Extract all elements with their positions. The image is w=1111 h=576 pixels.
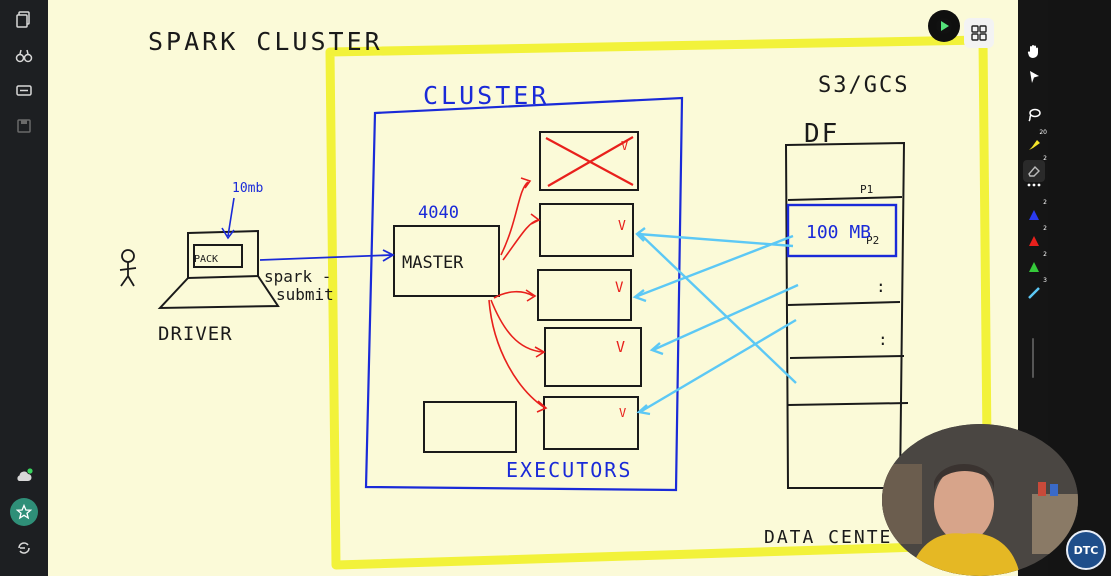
- pen-green-tool[interactable]: 2: [1023, 251, 1047, 278]
- lasso-tool[interactable]: [1023, 104, 1045, 126]
- hand-icon: [1027, 45, 1038, 58]
- pen-green-icon: [1029, 262, 1039, 272]
- webcam-overlay: [882, 424, 1078, 576]
- executor-box-failed: [539, 131, 639, 191]
- cloud-sync-icon[interactable]: [12, 464, 36, 488]
- lasso-icon: [1028, 108, 1041, 122]
- check-mark: V: [615, 280, 624, 296]
- check-mark: V: [618, 219, 626, 234]
- executor-box: [544, 327, 642, 387]
- highlighter-tool[interactable]: 20: [1023, 129, 1047, 156]
- pointer-tool[interactable]: [1023, 66, 1045, 88]
- idle-box: [423, 401, 517, 453]
- data-center-label: DATA CENTE: [764, 527, 892, 548]
- highlighter-yellow-icon: [1029, 140, 1040, 150]
- pen-cyan-icon: [1028, 287, 1040, 299]
- pages-icon[interactable]: [12, 8, 36, 32]
- size-label: 10mb: [232, 181, 263, 196]
- driver-figure: [119, 249, 137, 287]
- pointer-icon: [1030, 71, 1039, 83]
- ellipsis-dots: :: [876, 277, 886, 296]
- left-rail: [0, 0, 48, 576]
- driver-label: DRIVER: [158, 323, 233, 345]
- executors-label: EXECUTORS: [506, 458, 632, 482]
- failed-cross: [545, 136, 634, 187]
- storage-label: S3/GCS: [818, 73, 909, 98]
- binoculars-icon[interactable]: [12, 44, 36, 68]
- presenter-video: [882, 424, 1078, 576]
- pen-blue-icon: [1029, 210, 1039, 220]
- master-label: MASTER: [402, 253, 464, 273]
- cluster-label: CLUSTER: [423, 81, 549, 110]
- check-mark: V: [621, 139, 628, 153]
- logo-icon[interactable]: [12, 536, 36, 560]
- submit-arrow: [259, 254, 393, 261]
- grid-view-button[interactable]: [964, 18, 994, 48]
- p1-label: P1: [860, 183, 873, 196]
- eraser-icon: [1028, 165, 1040, 177]
- keyboard-icon[interactable]: [12, 78, 36, 102]
- record-button[interactable]: [928, 10, 960, 42]
- spark-submit-label-2: submit: [276, 285, 334, 304]
- size-100-label: 100 MB: [806, 222, 871, 243]
- master-to-executor-arrows: [488, 177, 548, 413]
- partition-to-executor-arrows: [632, 227, 799, 416]
- spark-submit-label: spark -: [264, 267, 331, 286]
- pen-red-tool[interactable]: 2: [1023, 225, 1047, 252]
- pen-red-icon: [1029, 236, 1039, 246]
- master-box: [393, 225, 500, 297]
- partition-highlight: [786, 203, 898, 258]
- whiteboard-canvas[interactable]: SPARK CLUSTER CLUSTER 4040 MASTER V V V …: [48, 0, 1018, 576]
- executor-box: [543, 396, 639, 450]
- pen-blue-tool[interactable]: 2: [1023, 199, 1047, 226]
- check-mark: V: [616, 338, 625, 356]
- save-icon[interactable]: [12, 114, 36, 138]
- star-icon[interactable]: [10, 498, 38, 526]
- df-partitions: [784, 141, 909, 489]
- more-icon: [1027, 183, 1041, 187]
- p2-label: P2: [866, 234, 879, 247]
- title-text: SPARK CLUSTER: [148, 27, 383, 56]
- pack-label: PACK: [194, 254, 218, 265]
- scroll-indicator[interactable]: [1032, 338, 1034, 378]
- submit-arrowhead: [382, 249, 395, 262]
- executor-box: [537, 269, 632, 321]
- eraser-tool[interactable]: 2: [1023, 155, 1047, 182]
- laptop-drawing: [157, 229, 280, 310]
- size-arrow: [221, 197, 235, 240]
- executor-box: [539, 203, 634, 257]
- dtc-logo: DTC: [1066, 530, 1106, 570]
- cluster-box: [364, 96, 684, 492]
- pen-cyan-tool[interactable]: 3: [1023, 277, 1047, 304]
- check-mark: V: [619, 406, 626, 420]
- port-label: 4040: [418, 203, 459, 223]
- grid-icon: [971, 25, 987, 41]
- diagram-drawing: SPARK CLUSTER CLUSTER 4040 MASTER V V V …: [119, 27, 993, 570]
- more-tool[interactable]: [1023, 178, 1045, 192]
- hand-tool[interactable]: [1023, 40, 1045, 62]
- ellipsis-dots: :: [878, 330, 888, 349]
